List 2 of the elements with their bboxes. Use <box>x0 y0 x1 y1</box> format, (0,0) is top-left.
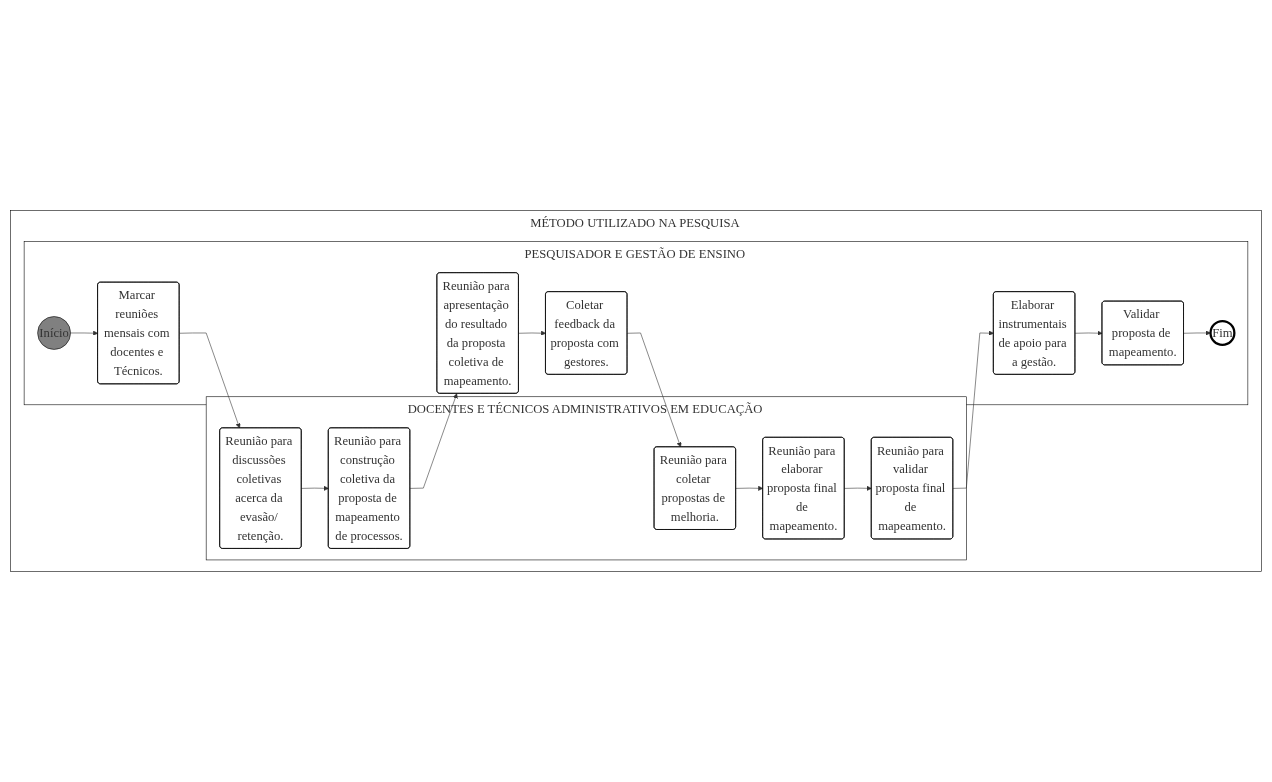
node-circle: Início <box>37 316 71 350</box>
node-circle: Fim <box>1209 319 1236 347</box>
